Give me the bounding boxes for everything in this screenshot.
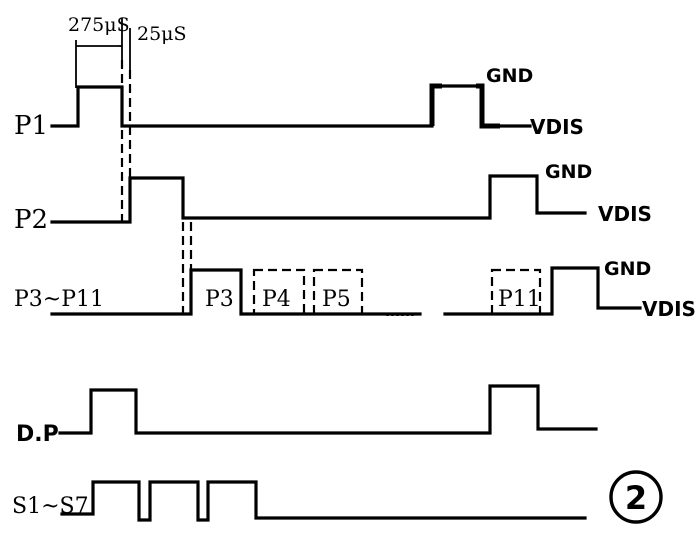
p2-signal-line [50, 174, 587, 224]
p11-pulse-dashed [490, 268, 542, 316]
figure-number-badge: 2 [609, 470, 663, 524]
p1-signal-line [50, 84, 532, 128]
signal-label-p1-text: P1 [14, 111, 48, 141]
pulse-ellipsis: ...... [385, 300, 415, 320]
figure-number-circle [609, 470, 663, 524]
waveform-p2: P2 GND VDIS [14, 161, 652, 235]
timing-label-275: 275μS [68, 14, 130, 36]
timing-label-25: 25μS [137, 23, 187, 45]
p1-signal-emphasis-right [476, 83, 500, 129]
p3-signal-line [50, 268, 422, 316]
pulse-label-p4: P4 [262, 287, 291, 312]
s1-s7-signal-line [60, 480, 587, 522]
pulse-label-p11: P11 [498, 287, 541, 312]
signal-label-dp: D.P [16, 422, 59, 447]
timing-dimension: 275μS 25μS [68, 14, 187, 88]
waveform-s1-s7: S1~S7 [12, 480, 587, 522]
p5-pulse-dashed [312, 268, 364, 316]
pulse-label-p5: P5 [322, 287, 351, 312]
level-label-gnd-1: GND [486, 65, 533, 87]
level-label-vdis-1: VDIS [530, 115, 584, 139]
pulse-label-p3: P3 [205, 287, 234, 312]
dp-signal-line [58, 384, 598, 435]
level-label-gnd-3: GND [604, 258, 651, 280]
signal-label-p2: P2 [14, 205, 48, 235]
level-label-vdis-2: VDIS [598, 202, 652, 226]
alignment-lines [120, 60, 193, 314]
waveform-p3-p11: P3~P11 P3 P4 P5 ...... P11 GND VDIS [14, 258, 696, 321]
level-label-gnd-2: GND [545, 161, 592, 183]
p4-pulse-dashed [252, 268, 306, 316]
waveform-p1: P1 GND VDIS [14, 65, 584, 141]
waveform-dp: D.P [16, 384, 598, 447]
signal-label-p1: P1 [14, 111, 48, 141]
figure-number: 2 [625, 479, 647, 517]
level-label-vdis-3: VDIS [642, 297, 696, 321]
p1-signal-emphasis-left [429, 83, 442, 126]
signal-label-p3-p11: P3~P11 [14, 287, 104, 312]
p11-signal-line [443, 266, 642, 316]
